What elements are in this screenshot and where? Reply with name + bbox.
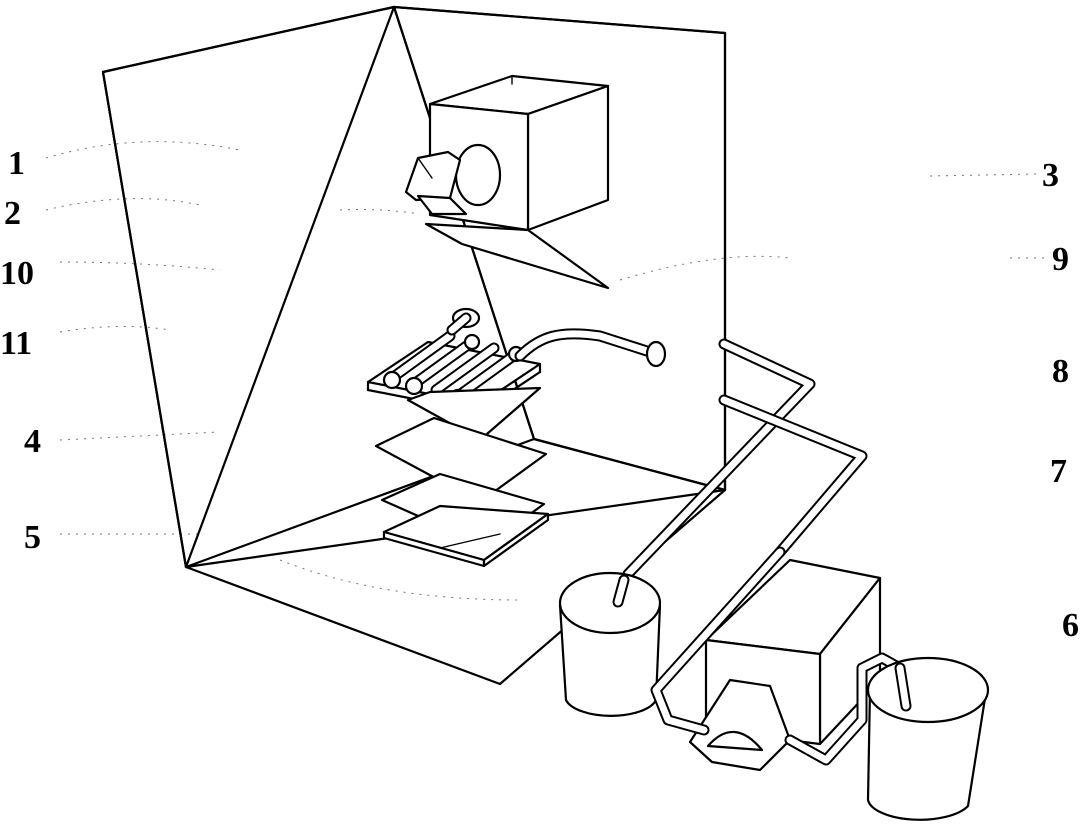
sample-plates — [374, 386, 550, 568]
label-8: 8 — [1052, 353, 1069, 390]
leader-4 — [59, 431, 221, 441]
leader-3 — [929, 173, 1037, 177]
right-tank — [866, 656, 990, 821]
left-tank-body — [558, 603, 662, 717]
lamp-base — [416, 194, 468, 216]
floor — [184, 437, 727, 686]
callout-labels: 1 2 10 11 4 5 3 9 8 7 6 — [0, 145, 1079, 644]
reflector-plate — [424, 222, 610, 290]
left-wall — [101, 5, 396, 569]
coil-outlet-pipe — [514, 328, 667, 368]
leader-2 — [45, 198, 201, 211]
pump-pipes — [650, 546, 906, 766]
leader-9b — [619, 255, 791, 281]
light-box — [404, 74, 610, 232]
label-9: 9 — [1052, 241, 1069, 278]
plate-bottom-line — [439, 533, 501, 549]
label-2: 2 — [4, 195, 21, 232]
label-10: 10 — [0, 255, 34, 292]
coil-tubes — [386, 330, 522, 402]
pump-motor-window — [706, 730, 764, 752]
label-5: 5 — [24, 519, 41, 556]
label-11: 11 — [0, 325, 32, 362]
leader-11 — [59, 325, 171, 333]
leader-2b — [339, 209, 421, 215]
leader-lines — [45, 141, 1046, 601]
leader-1 — [45, 141, 241, 159]
label-1: 1 — [8, 145, 25, 182]
right-tank-body — [866, 688, 988, 821]
label-4: 4 — [24, 423, 41, 460]
left-tank-rim — [558, 571, 662, 635]
wall-fitting — [645, 340, 667, 368]
plate-bottom-side — [482, 512, 550, 568]
lamp-edge — [417, 157, 433, 179]
heat-exchanger — [366, 307, 542, 414]
leader-10 — [59, 261, 221, 271]
pump — [688, 558, 882, 772]
label-7: 7 — [1050, 453, 1067, 490]
label-6: 6 — [1062, 607, 1079, 644]
left-tank — [558, 571, 662, 717]
label-3: 3 — [1042, 157, 1059, 194]
lamp-lens — [454, 143, 502, 207]
right-tank-rim — [866, 656, 990, 724]
